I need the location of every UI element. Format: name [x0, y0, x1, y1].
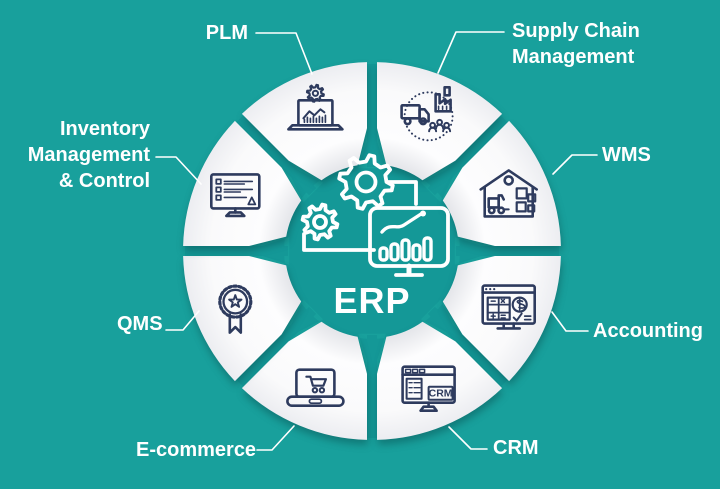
label-accounting: Accounting — [593, 320, 703, 342]
connector-line-plm — [255, 32, 313, 75]
connector-line-crm — [448, 426, 488, 450]
connector-line-inventory — [155, 156, 202, 185]
label-crm: CRM — [493, 437, 539, 459]
connector-line-accounting — [551, 311, 589, 332]
accounting-calculator-coin-monitor-icon — [481, 284, 537, 330]
label-supply-chain-management: Supply Chain Management — [512, 20, 640, 68]
supply-chain-truck-factory-people-icon — [400, 86, 454, 142]
label-connector-lines — [155, 31, 598, 451]
connector-line — [386, 180, 418, 206]
segment-gap-channels — [185, 64, 559, 438]
segment-wedge-scm — [377, 62, 503, 181]
segment-wedge-crm — [377, 321, 503, 440]
label-qms: QMS — [117, 313, 163, 335]
gear-hole — [354, 170, 378, 194]
bar — [411, 243, 422, 262]
crm-monitor-icon: CRM — [401, 365, 456, 413]
small-gear-hole — [312, 214, 328, 230]
label-ecommerce: E-commerce — [136, 439, 257, 461]
warehouse-forklift-boxes-icon — [479, 169, 539, 218]
erp-label: ERP — [333, 280, 411, 321]
connector-line — [302, 232, 376, 252]
ecommerce-laptop-cart-icon — [286, 368, 345, 408]
bar — [400, 238, 411, 262]
connector-line-scm — [437, 31, 505, 74]
connector-line-wms — [552, 154, 598, 175]
qms-award-badge-star-icon — [218, 284, 253, 334]
inventory-monitor-checklist-icon — [210, 173, 261, 218]
gear-icon — [337, 153, 395, 211]
segment-wedge-ecommerce — [241, 321, 367, 440]
trend-dot — [420, 210, 426, 217]
crm-icon-text: CRM — [429, 388, 453, 400]
segment-wedge-qms — [183, 256, 302, 382]
bar — [422, 236, 433, 262]
connector-line-ecommerce — [256, 425, 295, 451]
trend-line — [380, 212, 423, 234]
bar — [378, 246, 389, 262]
segment-icons: CRM — [210, 83, 539, 413]
plm-laptop-gear-chart-icon — [287, 83, 344, 131]
label-plm: PLM — [205, 22, 248, 44]
segment-wedge-wms — [442, 120, 561, 246]
label-wms: WMS — [602, 144, 651, 166]
bar — [389, 242, 400, 262]
label-inventory-management-control: Inventory Management & Control — [27, 118, 150, 192]
erp-center-icon — [300, 153, 450, 277]
small-gear-icon — [300, 202, 340, 242]
connector-line-qms — [165, 310, 200, 331]
